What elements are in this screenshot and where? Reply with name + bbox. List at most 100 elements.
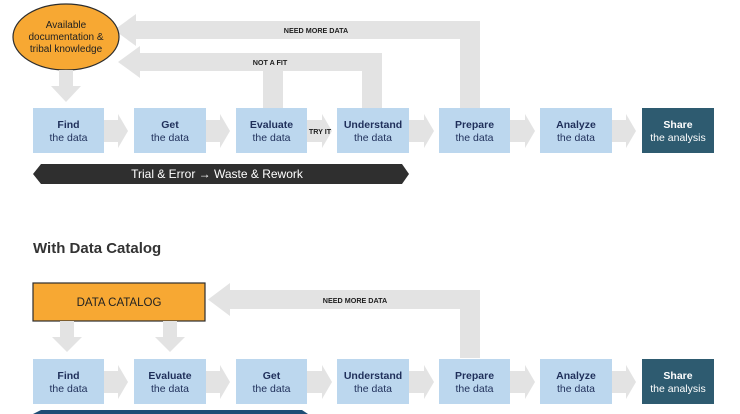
connector-1: [104, 365, 128, 399]
available-docs-bubble: Available documentation & tribal knowled…: [12, 3, 120, 71]
step-title: Analyze: [556, 370, 596, 382]
step-box: [439, 359, 510, 404]
step-subtitle: the data: [456, 383, 494, 395]
step-box: [134, 108, 206, 153]
connector-5: [510, 365, 535, 399]
step-subtitle: the data: [557, 383, 595, 395]
bottom-step-2: Evaluate the data: [134, 359, 206, 404]
source-line-2: documentation &: [28, 32, 103, 43]
bubble-down-arrow: [51, 70, 81, 102]
step-box: [33, 359, 104, 404]
step-title: Share: [663, 119, 692, 131]
loop-bar: [136, 21, 480, 39]
loop-arrowhead: [118, 46, 140, 78]
step-subtitle: the data: [354, 383, 392, 395]
step-subtitle: the data: [354, 132, 392, 144]
top-step-5: Prepare the data: [439, 108, 510, 153]
top-step-1: Find the data: [33, 108, 104, 153]
banner-label: Trial & Error → Waste & Rework: [131, 167, 304, 181]
top-step-4: Understand the data: [337, 108, 409, 153]
top-step-7: Share the analysis: [642, 108, 714, 153]
connector-6: [612, 114, 636, 148]
step-subtitle: the data: [557, 132, 595, 144]
connector-2: [206, 114, 230, 148]
section-title: With Data Catalog: [33, 240, 161, 257]
bottom-need-more-data-loop: NEED MORE DATA: [208, 283, 480, 358]
top-need-more-data-loop: NEED MORE DATA: [114, 14, 480, 110]
step-box: [540, 359, 612, 404]
arrow-shaft-right: [163, 321, 177, 337]
connector-6: [612, 365, 636, 399]
arrow-head-left: [52, 337, 82, 352]
source-line-1: Available: [46, 20, 87, 31]
need-more-data-label: NEED MORE DATA: [323, 296, 387, 305]
connector-5: [510, 114, 535, 148]
top-not-a-fit-loop: NOT A FIT: [118, 46, 382, 110]
not-a-fit-label: NOT A FIT: [253, 58, 288, 67]
try-it-label: TRY IT: [309, 127, 332, 136]
step-subtitle: the data: [50, 132, 88, 144]
connector-4: [409, 365, 434, 399]
catalog-label: DATA CATALOG: [77, 297, 162, 309]
step-box: [134, 359, 206, 404]
top-connectors: TRY IT: [104, 114, 636, 148]
banner-shape: [33, 164, 409, 184]
step-box: [337, 108, 409, 153]
step-subtitle: the analysis: [650, 383, 705, 395]
step-title: Analyze: [556, 119, 596, 131]
step-subtitle: the data: [151, 383, 189, 395]
step-subtitle: the data: [151, 132, 189, 144]
arrow-shaft-left: [60, 321, 74, 337]
top-step-6: Analyze the data: [540, 108, 612, 153]
connector-3: [307, 114, 332, 148]
step-box: [236, 359, 307, 404]
bottom-step-7: Share the analysis: [642, 359, 714, 404]
step-title: Understand: [344, 119, 402, 131]
top-workflow: NEED MORE DATA NOT A FIT Available docum…: [12, 3, 714, 184]
step-box: [33, 108, 104, 153]
connector-3: [307, 365, 332, 399]
step-subtitle: the data: [50, 383, 88, 395]
connector-4: [409, 114, 434, 148]
step-title: Evaluate: [148, 370, 191, 382]
trial-error-banner: Trial & Error → Waste & Rework: [33, 164, 409, 184]
catalog-down-arrows: [52, 321, 185, 352]
step-title: Prepare: [455, 119, 494, 131]
top-step-2: Get the data: [134, 108, 206, 153]
step-title: Evaluate: [250, 119, 293, 131]
step-title: Get: [161, 119, 179, 131]
step-title: Find: [57, 370, 79, 382]
bottom-banner-partial: [33, 410, 308, 414]
need-more-data-label: NEED MORE DATA: [284, 26, 348, 35]
step-box: [439, 108, 510, 153]
step-box: [642, 108, 714, 153]
banner-shape: [33, 410, 308, 414]
source-line-3: tribal knowledge: [30, 44, 103, 55]
arrow-head-right: [155, 337, 185, 352]
top-step-3: Evaluate the data: [236, 108, 307, 153]
arrow-shaft: [59, 70, 73, 86]
step-box: [642, 359, 714, 404]
bottom-workflow: With Data Catalog NEED MORE DATA DATA CA…: [32, 240, 714, 414]
bottom-step-5: Prepare the data: [439, 359, 510, 404]
step-title: Understand: [344, 370, 402, 382]
step-subtitle: the data: [253, 132, 291, 144]
step-box: [236, 108, 307, 153]
loop-riser: [460, 21, 480, 110]
data-catalog-box: DATA CATALOG: [32, 282, 206, 322]
step-title: Share: [663, 370, 692, 382]
bottom-step-4: Understand the data: [337, 359, 409, 404]
step-subtitle: the data: [456, 132, 494, 144]
bottom-step-3: Get the data: [236, 359, 307, 404]
step-title: Find: [57, 119, 79, 131]
step-title: Prepare: [455, 370, 494, 382]
connector-1: [104, 114, 128, 148]
bottom-step-6: Analyze the data: [540, 359, 612, 404]
catalog-rect: [32, 282, 206, 322]
loop-bar: [140, 53, 382, 71]
step-subtitle: the analysis: [650, 132, 705, 144]
loop-bar: [230, 290, 480, 309]
step-box: [337, 359, 409, 404]
loop-arrowhead: [208, 283, 230, 316]
